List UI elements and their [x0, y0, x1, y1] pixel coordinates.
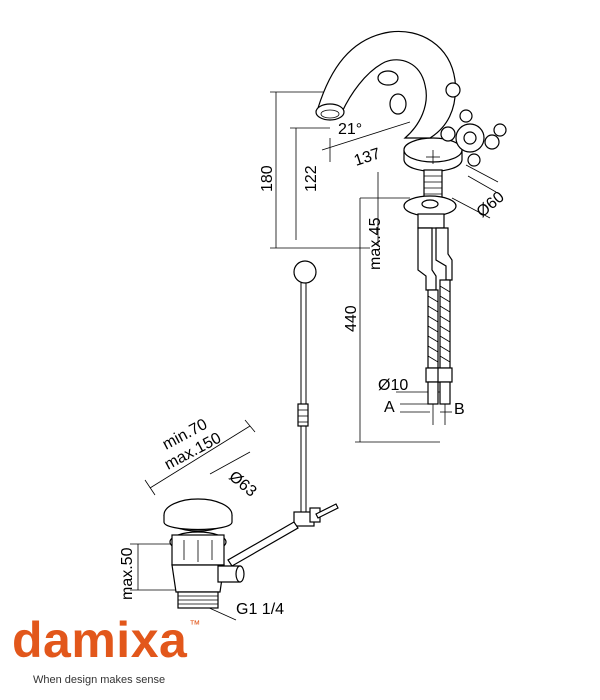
height-122-label: 122	[303, 165, 320, 192]
flexible-hoses	[417, 227, 453, 425]
max45-dimension	[360, 172, 410, 245]
height-122-dimension	[290, 127, 330, 240]
brand-tagline: When design makes sense	[33, 674, 166, 686]
pop-up-waste	[130, 419, 256, 621]
pop-up-lift-rod	[227, 260, 339, 567]
cross-handle	[440, 109, 507, 167]
diameter-60-label: Ø60	[474, 189, 508, 222]
height-180-dimension	[270, 91, 370, 249]
reach-137-dimension	[321, 121, 411, 162]
faucet-body	[315, 30, 507, 229]
length-440-dimension	[355, 198, 440, 443]
connection-a-label: A	[384, 399, 395, 416]
waste-height-label: max.50	[119, 547, 136, 600]
brand-name: damixa	[12, 612, 188, 668]
brand-trademark: ™	[189, 619, 201, 631]
hose-diameter-label: Ø10	[378, 377, 408, 394]
max45-label: max.45	[367, 217, 384, 270]
reach-137-label: 137	[352, 145, 383, 169]
waste-diameter-label: Ø63	[225, 468, 259, 501]
length-440-label: 440	[343, 305, 360, 332]
diameter-60-dimension	[451, 164, 499, 219]
connection-b-label: B	[454, 401, 465, 418]
angle-label: 21°	[338, 121, 362, 138]
thread-label: G1 1/4	[236, 601, 284, 618]
height-180-label: 180	[259, 165, 276, 192]
